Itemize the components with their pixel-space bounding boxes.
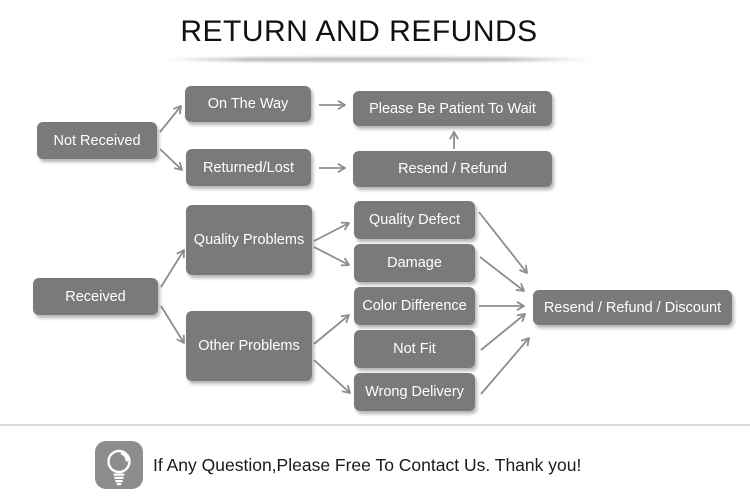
node-other-problems: Other Problems [186,311,312,381]
arrow-quality-defect-to-resend-refund-discount [478,211,528,274]
node-quality-defect: Quality Defect [354,201,475,239]
lightbulb-icon [95,441,143,489]
node-please-wait: Please Be Patient To Wait [353,91,552,126]
node-not-fit: Not Fit [354,330,475,368]
footer-divider [0,424,750,426]
node-quality-problems: Quality Problems [186,205,312,275]
page-title: RETURN AND REFUNDS [180,15,538,48]
node-resend-refund: Resend / Refund [353,151,552,187]
footer-message: If Any Question,Please Free To Contact U… [153,454,582,475]
arrow-quality-problems-to-quality-defect [313,221,350,242]
node-resend-refund-discount: Resend / Refund / Discount [533,290,732,325]
arrow-received-to-quality-problems [160,249,185,288]
node-not-received: Not Received [37,122,157,159]
arrow-damage-to-resend-refund-discount [479,256,525,292]
node-returned-lost: Returned/Lost [186,149,311,186]
arrow-not-fit-to-resend-refund-discount [480,313,526,351]
arrow-not-received-to-returned-lost [159,148,183,171]
node-color-difference: Color Difference [354,287,475,325]
node-damage: Damage [354,244,475,282]
node-on-the-way: On The Way [185,86,311,122]
arrow-received-to-other-problems [160,305,185,344]
arrow-wrong-delivery-to-resend-refund-discount [480,337,530,395]
arrow-quality-problems-to-damage [313,246,350,267]
arrow-other-problems-to-wrong-delivery [313,359,351,394]
title-divider [158,57,598,62]
arrow-other-problems-to-color-difference [313,314,350,345]
arrow-not-received-to-on-the-way [159,105,182,133]
node-received: Received [33,278,158,315]
node-wrong-delivery: Wrong Delivery [354,373,475,411]
